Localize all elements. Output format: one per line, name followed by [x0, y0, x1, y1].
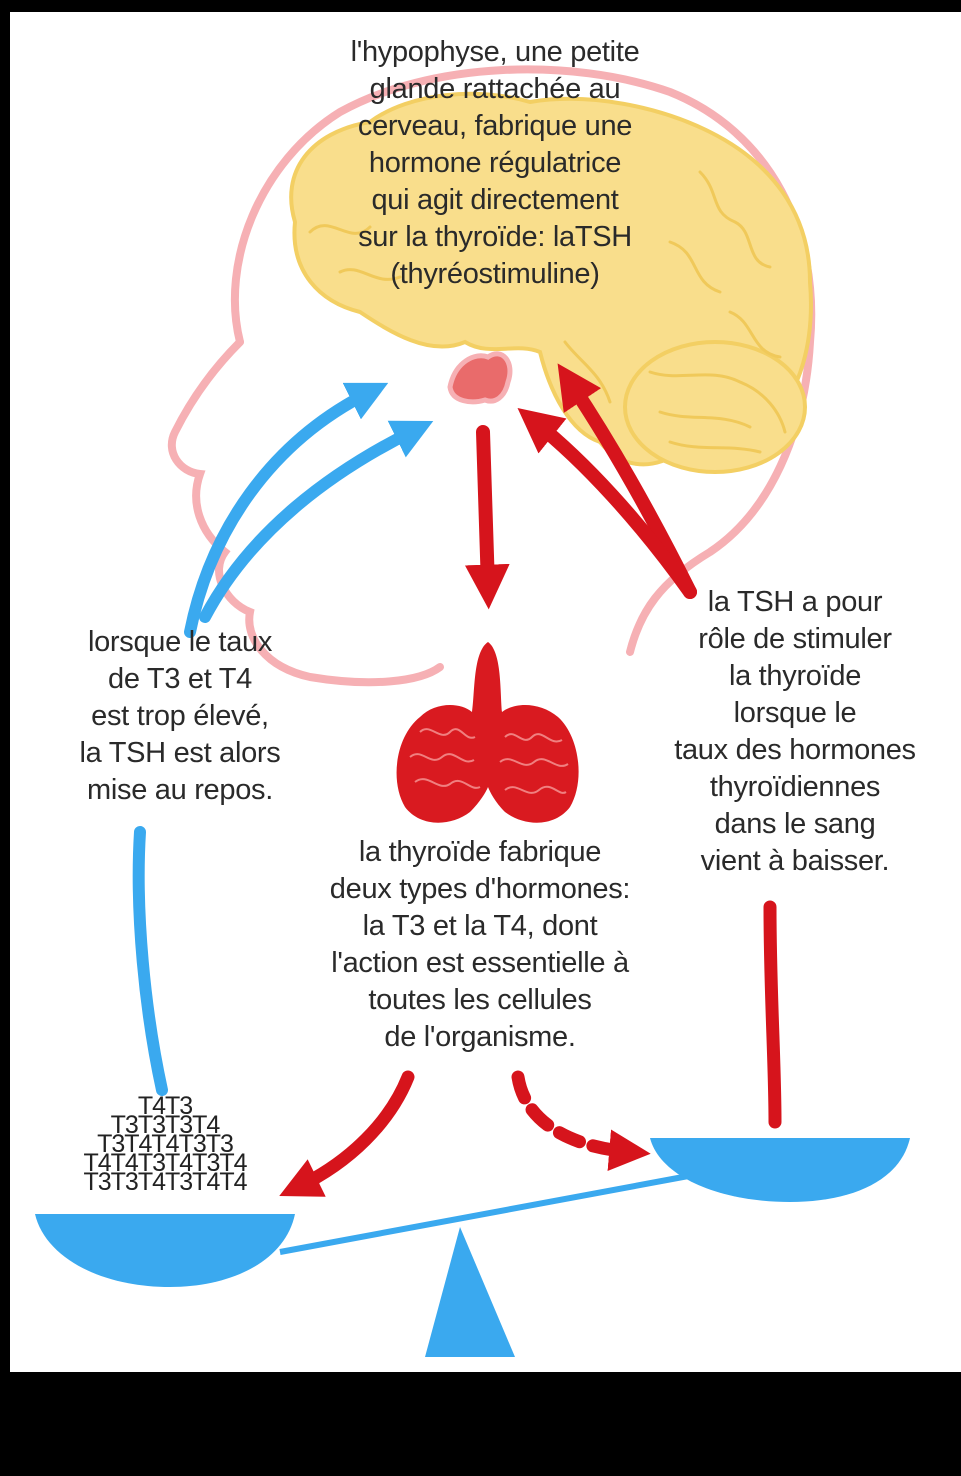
tsh-role-line: taux des hormones	[630, 732, 960, 769]
pituitary-line: sur la thyroïde: laTSH	[280, 219, 710, 256]
high-levels-description: lorsque le taux de T3 et T4 est trop éle…	[30, 624, 330, 809]
tsh-role-line: la TSH a pour	[630, 584, 960, 621]
high-levels-line: est trop élevé,	[30, 698, 330, 735]
thyroid-line: toutes les cellules	[265, 982, 695, 1019]
thyroid-line: l'action est essentielle à	[265, 945, 695, 982]
pituitary-line: hormone régulatrice	[280, 145, 710, 182]
high-levels-line: la TSH est alors	[30, 735, 330, 772]
pituitary-description: l'hypophyse, une petite glande rattachée…	[280, 34, 710, 293]
pituitary-icon	[450, 354, 510, 402]
hormone-pile-row: T3T3T4T3T4T4	[40, 1173, 290, 1192]
link-right-pan	[770, 907, 775, 1122]
link-left-pan	[139, 832, 162, 1090]
arrow-to-right-pan	[518, 1077, 630, 1152]
pituitary-line: glande rattachée au	[280, 71, 710, 108]
thyroid-icon	[397, 642, 579, 823]
thyroid-line: deux types d'hormones:	[265, 871, 695, 908]
arrow-to-left-pan	[298, 1077, 408, 1187]
tsh-role-line: lorsque le	[630, 695, 960, 732]
pituitary-line: cerveau, fabrique une	[280, 108, 710, 145]
high-levels-line: mise au repos.	[30, 772, 330, 809]
thyroid-line: la T3 et la T4, dont	[265, 908, 695, 945]
top-border	[0, 0, 961, 12]
bottom-border	[0, 1372, 961, 1476]
tsh-role-line: rôle de stimuler	[630, 621, 960, 658]
high-levels-line: de T3 et T4	[30, 661, 330, 698]
high-levels-line: lorsque le taux	[30, 624, 330, 661]
pituitary-line: qui agit directement	[280, 182, 710, 219]
tsh-role-line: thyroïdiennes	[630, 769, 960, 806]
pituitary-line: (thyréostimuline)	[280, 256, 710, 293]
tsh-role-line: la thyroïde	[630, 658, 960, 695]
arrow-pituitary-to-thyroid	[483, 432, 488, 587]
thyroid-description: la thyroïde fabrique deux types d'hormon…	[265, 834, 695, 1056]
hormone-pile: T4T3 T3T3T3T4 T3T4T4T3T3 T4T4T3T4T3T4 T3…	[40, 1097, 290, 1192]
thyroid-line: de l'organisme.	[265, 1019, 695, 1056]
diagram-canvas: l'hypophyse, une petite glande rattachée…	[10, 12, 961, 1372]
pituitary-line: l'hypophyse, une petite	[280, 34, 710, 71]
left-border	[0, 0, 10, 1476]
thyroid-line: la thyroïde fabrique	[265, 834, 695, 871]
